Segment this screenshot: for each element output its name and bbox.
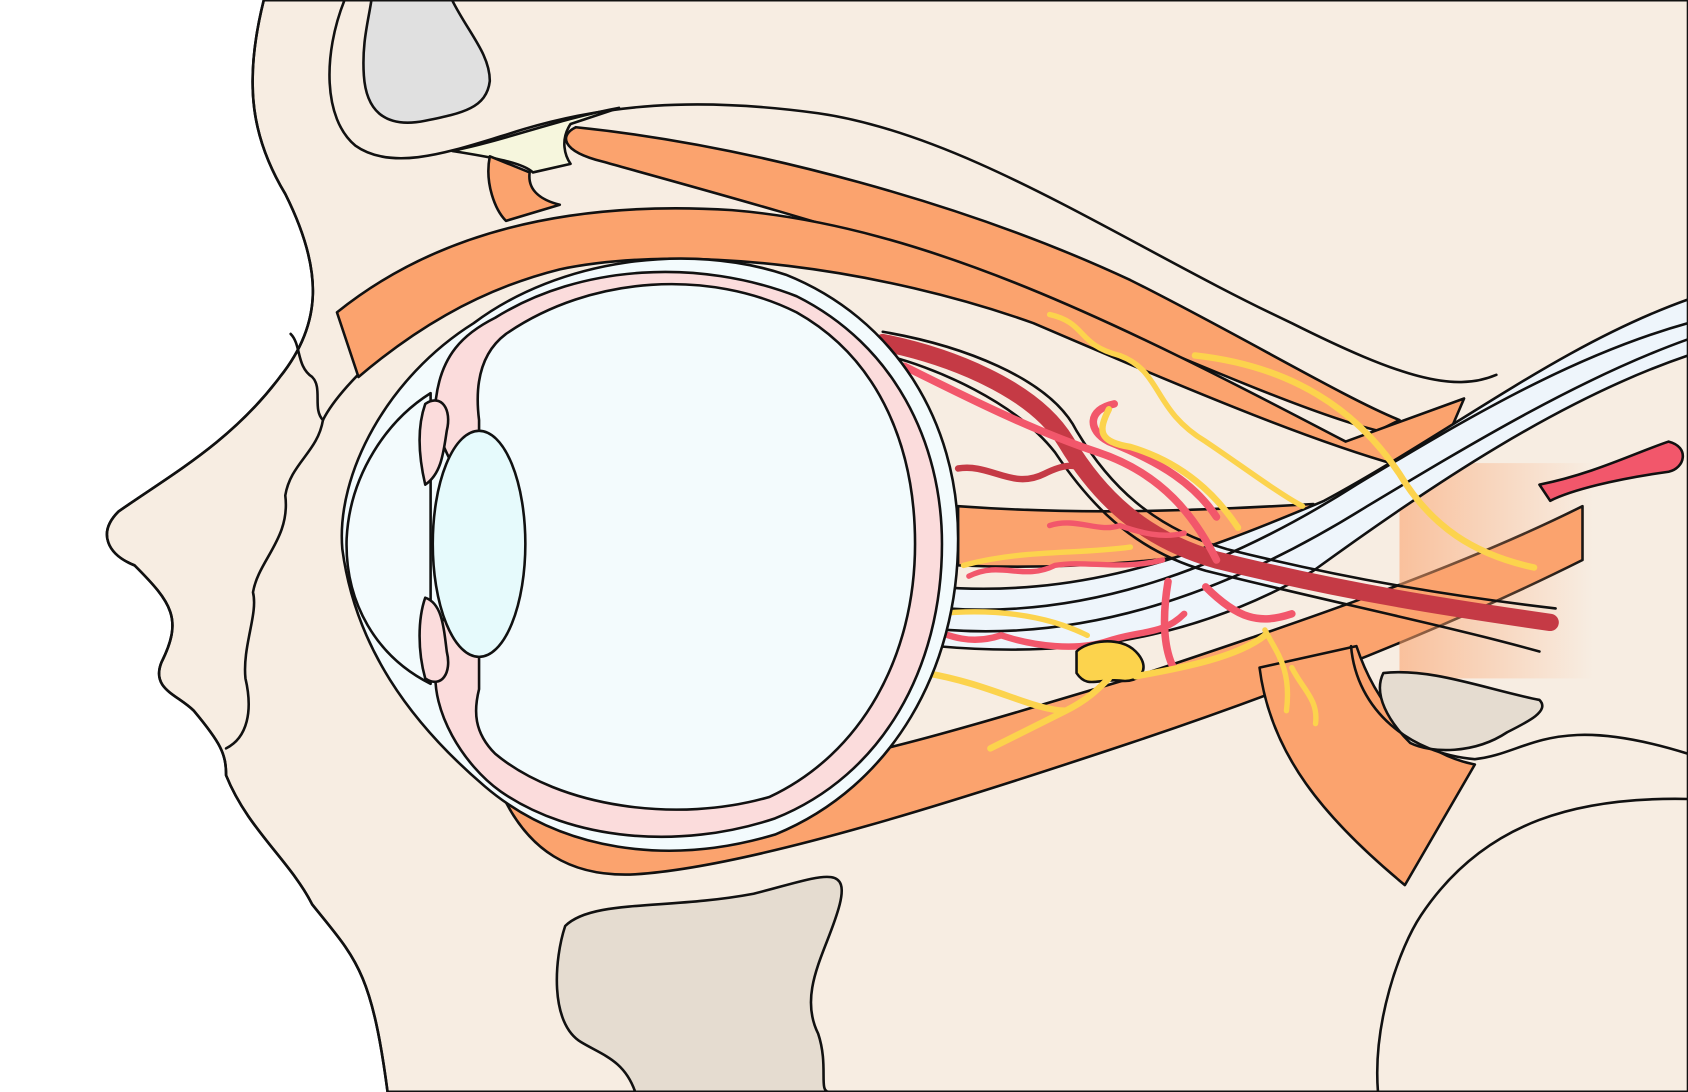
- muscle-fade: [1399, 463, 1594, 679]
- nerve-5: [933, 609, 1090, 639]
- face-profile-line: [105, 0, 389, 1092]
- cheek-line: [224, 343, 389, 750]
- lens: [431, 429, 527, 659]
- central-retinal-artery: [874, 333, 1559, 632]
- skull-base-line: [1349, 644, 1688, 761]
- levator-palpebrae-muscle: [564, 125, 1401, 433]
- frontal-sinus: [362, 0, 492, 124]
- vessel-branch-4: [966, 557, 1166, 579]
- nerve-3: [1099, 406, 1242, 531]
- iris-lower: [418, 596, 450, 684]
- nerve-4: [960, 544, 1134, 569]
- vessel-branch-2: [954, 462, 1096, 483]
- nasal-bone-line: [289, 332, 325, 422]
- vessel-branch-6: [1160, 577, 1296, 672]
- optic-nerve-sheath-line-2: [946, 338, 1688, 633]
- retina-vitreous: [474, 282, 917, 811]
- vessel-branch-1: [900, 362, 1221, 564]
- nerve-7: [1262, 627, 1319, 727]
- iris-upper: [418, 399, 450, 486]
- temporal-line: [1375, 797, 1688, 1092]
- nerve-6: [922, 632, 1269, 752]
- sphenoid-bone: [1378, 670, 1544, 752]
- vessel-branch-5: [917, 610, 1188, 650]
- ophthalmic-artery-branch: [1538, 440, 1685, 503]
- superior-oblique-muscle: [487, 155, 562, 223]
- artery-outline: [876, 330, 1557, 653]
- nerve-2: [1046, 311, 1306, 509]
- nerve-1: [1191, 352, 1538, 571]
- cornea: [345, 391, 432, 686]
- vessel-branch-3: [1046, 520, 1187, 538]
- frontal-bone-line: [328, 0, 1498, 384]
- maxillary-bone: [555, 875, 843, 1092]
- optic-nerve-sheath-line: [946, 321, 1688, 611]
- superior-rectus-muscle: [335, 207, 1466, 476]
